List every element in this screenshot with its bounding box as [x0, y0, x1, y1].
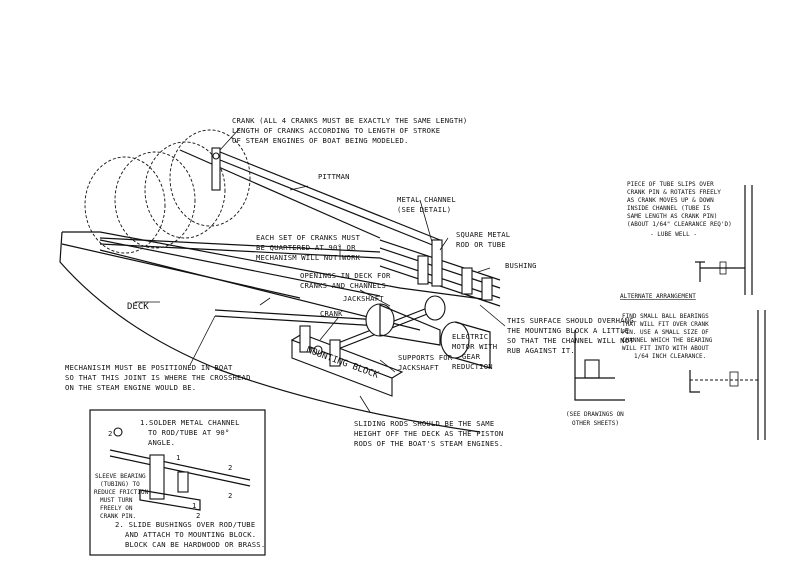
sliding-line1: SLIDING RODS SHOULD BE THE SAME: [354, 419, 494, 428]
detail-inset: [89, 409, 266, 556]
overhang-line2: THE MOUNTING BLOCK A LITTLE: [507, 326, 629, 335]
part-number: 2: [228, 463, 233, 472]
openings-line1: OPENINGS IN DECK FOR: [300, 271, 391, 280]
tube-note-line1: PIECE OF TUBE SLIPS OVER: [627, 181, 714, 188]
part-number: 2: [228, 491, 233, 500]
motor-line4: REDUCTION: [452, 362, 493, 371]
sleeve-line5: FREELY ON: [100, 505, 133, 512]
ball-line3: PIN. USE A SMALL SIZE OF: [622, 329, 709, 336]
crank-label: CRANK: [320, 309, 343, 318]
motor-line2: MOTOR WITH: [452, 342, 497, 351]
metal-channel-label: METAL CHANNEL: [397, 195, 456, 204]
tube-note-line4: INSIDE CHANNEL (TUBE IS: [627, 205, 710, 212]
overhang-line4: RUB AGAINST IT.: [507, 346, 575, 355]
part-number: 2: [108, 429, 113, 438]
sleeve-line2: (TUBING) TO: [100, 481, 140, 488]
tube-note-line3: AS CRANK MOVES UP & DOWN: [627, 197, 714, 204]
motor-line1: ELECTRIC: [452, 332, 488, 341]
ball-line4: CHANNEL WHICH THE BEARING: [622, 337, 713, 344]
position-line3: ON THE STEAM ENGINE WOULD BE.: [65, 383, 196, 392]
mounting-block: [290, 325, 404, 397]
detail-step2-line3: BLOCK CAN BE HARDWOOD OR BRASS.: [125, 540, 265, 549]
detail-step1-line2: TO ROD/TUBE AT 90°: [148, 428, 230, 437]
supports-line1: SUPPORTS FOR: [398, 353, 453, 362]
leader-lines: [135, 127, 506, 413]
sliding-line2: HEIGHT OFF THE DECK AS THE PISTON: [354, 429, 503, 438]
metal-channel-sub: (SEE DETAIL): [397, 205, 451, 214]
deck-outline: [59, 231, 491, 433]
part-number: 1: [192, 501, 197, 510]
jackshaft: [314, 295, 491, 369]
pittman-label: PITTMAN: [318, 172, 350, 181]
lube-well-label: - LUBE WELL -: [650, 231, 697, 238]
quartered-line1: EACH SET OF CRANKS MUST: [256, 233, 361, 242]
ball-line5: WILL FIT INTO WITH ABOUT: [622, 345, 709, 352]
tube-note-line2: CRANK PIN & ROTATES FREELY: [627, 189, 721, 196]
tube-detail-top: [695, 185, 753, 295]
crank-rotation-circles: [84, 129, 251, 254]
quartered-line3: MECHANISM WILL NOT WORK: [256, 253, 361, 262]
see-drawings-line1: (SEE DRAWINGS ON: [566, 411, 624, 418]
detail-step1-line1: 1.SOLDER METAL CHANNEL: [140, 418, 240, 427]
jackshaft-label: JACKSHAFT: [343, 294, 384, 303]
crank-post: [211, 147, 221, 191]
sleeve-line4: MUST TURN: [100, 497, 133, 504]
see-drawings-line2: OTHER SHEETS): [572, 420, 619, 427]
bearing-detail-bottom: [689, 310, 766, 440]
overhang-detail: [574, 330, 625, 401]
tube-note-line6: (ABOUT 1/64" CLEARANCE REQ'D): [627, 221, 732, 228]
position-line1: MECHANISIM MUST BE POSITIONED IN BOAT: [65, 363, 233, 372]
sleeve-line1: SLEEVE BEARING: [95, 473, 146, 480]
tube-note-line5: SAME LENGTH AS CRANK PIN): [627, 213, 717, 220]
sleeve-line6: CRANK PIN.: [100, 513, 136, 520]
detail-step2-line1: 2. SLIDE BUSHINGS OVER ROD/TUBE: [115, 520, 255, 529]
detail-step2-line2: AND ATTACH TO MOUNTING BLOCK.: [125, 530, 256, 539]
part-number: 2: [196, 511, 201, 520]
sliding-line3: RODS OF THE BOAT'S STEAM ENGINES.: [354, 439, 503, 448]
part-number: 1: [176, 453, 181, 462]
square-metal-label: SQUARE METAL: [456, 230, 510, 239]
crank-note-line3: OF STEAM ENGINES OF BOAT BEING MODELED.: [232, 136, 409, 145]
square-metal-sub: ROD OR TUBE: [456, 240, 506, 249]
ball-line2: THAT WILL FIT OVER CRANK: [622, 321, 709, 328]
ball-line6: 1/64 INCH CLEARANCE.: [634, 353, 706, 360]
supports-line2: JACKSHAFT: [398, 363, 439, 372]
quartered-line2: BE QUARTERED AT 90° OR: [256, 243, 356, 252]
ball-line1: FIND SMALL BALL BEARINGS: [622, 313, 709, 320]
sleeve-line3: REDUCE FRICTION: [94, 489, 149, 496]
crank-note-line1: CRANK (ALL 4 CRANKS MUST BE EXACTLY THE …: [232, 116, 467, 125]
crank-note-line2: LENGTH OF CRANKS ACCORDING TO LENGTH OF …: [232, 126, 440, 135]
square-rod-rails: [379, 239, 501, 307]
deck-label: DECK: [127, 302, 149, 312]
overhang-line1: THIS SURFACE SHOULD OVERHANG: [507, 316, 634, 325]
overhang-line3: SO THAT THE CHANNEL WILL NOT: [507, 336, 634, 345]
motor-line3: GEAR: [462, 352, 481, 361]
detail-step1-line3: ANGLE.: [148, 438, 175, 447]
openings-line2: CRANKS AND CHANNELS: [300, 281, 386, 290]
position-line2: SO THAT THIS JOINT IS WHERE THE CROSSHEA…: [65, 373, 251, 382]
alternate-arrangement-title: ALTERNATE ARRANGEMENT: [620, 293, 696, 300]
bushing-label: BUSHING: [505, 261, 537, 270]
